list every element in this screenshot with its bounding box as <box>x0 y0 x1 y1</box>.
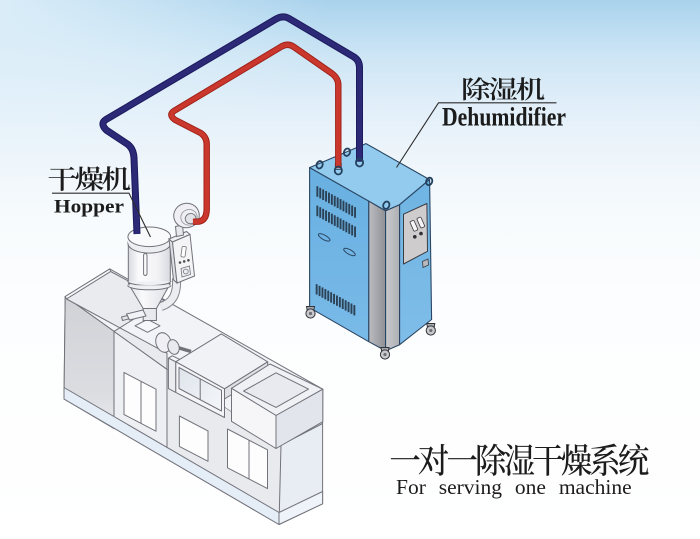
svg-text:Hopper: Hopper <box>54 197 125 218</box>
svg-text:Dehumidifier: Dehumidifier <box>442 102 566 132</box>
svg-text:For serving one machine: For serving one machine <box>396 475 632 499</box>
